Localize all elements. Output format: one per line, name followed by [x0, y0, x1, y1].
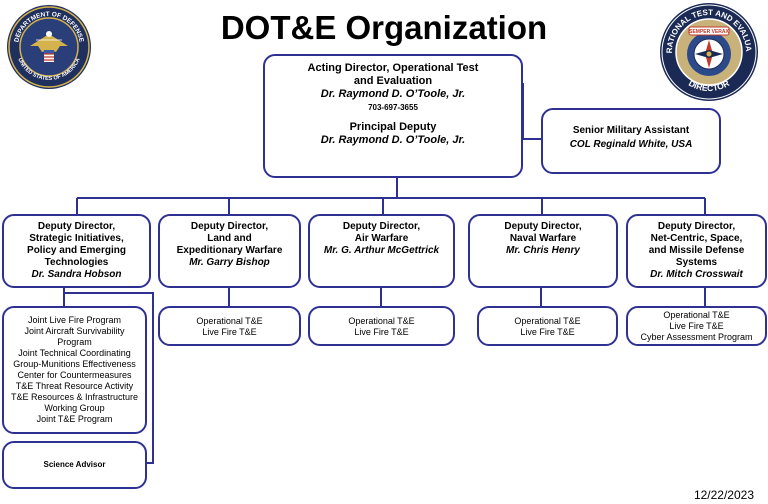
- deputy-title-line: Deputy Director,: [504, 221, 582, 232]
- director-operational-test-and-evaluation-seal: OPERATIONAL TEST AND EVALUATION DIRECTOR…: [659, 2, 758, 101]
- director-phone: 703-697-3655: [368, 103, 418, 112]
- director-title-line: and Evaluation: [353, 75, 433, 87]
- science-advisor-box: Science Advisor: [2, 441, 147, 489]
- program-item: Working Group: [44, 403, 105, 413]
- deputy-title-line: Technologies: [44, 257, 109, 268]
- eagle-icon: [30, 31, 68, 62]
- principal-deputy-title: Principal Deputy: [349, 121, 437, 133]
- deputy-name: Dr. Sandra Hobson: [31, 269, 122, 280]
- program-item: Center for Countermeasures: [17, 370, 132, 380]
- deputy-box-land-warfare: Deputy Director, Land and Expeditionary …: [158, 214, 301, 288]
- deputy-title-line: Deputy Director,: [37, 221, 116, 232]
- deputy-title-line: Naval Warfare: [509, 233, 577, 244]
- program-item: Live Fire T&E: [202, 327, 257, 337]
- program-item: Live Fire T&E: [520, 327, 575, 337]
- science-advisor-label: Science Advisor: [43, 460, 106, 469]
- deputy-title-line: Deputy Director,: [190, 221, 269, 232]
- department-of-defense-seal: DEPARTMENT OF DEFENSE UNITED STATES OF A…: [7, 5, 91, 89]
- program-item: Operational T&E: [348, 316, 415, 326]
- deputy-box-naval-warfare: Deputy Director, Naval Warfare Mr. Chris…: [468, 214, 618, 288]
- deputy-title-line: Land and: [207, 233, 252, 244]
- seal-right-bottom-text: DIRECTOR: [687, 78, 731, 93]
- program-item: Program: [57, 337, 92, 347]
- deputy-name: Mr. Chris Henry: [506, 245, 580, 256]
- page-title: DOT&E Organization: [220, 9, 548, 46]
- deputy-box-strategic-initiatives: Deputy Director, Strategic Initiatives, …: [2, 214, 151, 288]
- program-list-naval-warfare: Operational T&E Live Fire T&E: [477, 306, 618, 346]
- program-list-strategic-initiatives: Joint Live Fire Program Joint Aircraft S…: [2, 306, 147, 434]
- principal-deputy-name: Dr. Raymond D. O’Toole, Jr.: [320, 134, 466, 146]
- director-name: Dr. Raymond D. O’Toole, Jr.: [320, 88, 466, 100]
- deputy-title-line: and Missile Defense: [648, 245, 745, 256]
- deputy-title-line: Strategic Initiatives,: [29, 233, 124, 244]
- program-item: Cyber Assessment Program: [640, 332, 753, 342]
- program-list-net-centric: Operational T&E Live Fire T&E Cyber Asse…: [626, 306, 767, 346]
- military-assistant-name: COL Reginald White, USA: [569, 139, 693, 150]
- program-item: Joint Live Fire Program: [27, 315, 122, 325]
- program-list-air-warfare: Operational T&E Live Fire T&E: [308, 306, 455, 346]
- deputy-title-line: Systems: [675, 257, 718, 268]
- program-item: Operational T&E: [514, 316, 581, 326]
- date-stamp: 12/22/2023: [693, 488, 754, 502]
- deputy-title-line: Expeditionary Warfare: [176, 245, 283, 256]
- deputy-title-line: Deputy Director,: [342, 221, 421, 232]
- deputy-title-line: Air Warfare: [354, 233, 409, 244]
- seal-banner-text: SEMPER VERAX: [689, 29, 729, 35]
- deputy-name: Dr. Mitch Crosswait: [650, 269, 743, 280]
- deputy-title-line: Net-Centric, Space,: [650, 233, 743, 244]
- program-item: T&E Resources & Infrastructure: [10, 392, 139, 402]
- deputy-box-net-centric: Deputy Director, Net-Centric, Space, and…: [626, 214, 767, 288]
- director-box: Acting Director, Operational Test and Ev…: [263, 54, 523, 178]
- program-item: Joint Aircraft Survivability: [24, 326, 125, 336]
- military-assistant-box: Senior Military Assistant COL Reginald W…: [541, 108, 721, 174]
- program-item: Operational T&E: [196, 316, 263, 326]
- program-list-land-warfare: Operational T&E Live Fire T&E: [158, 306, 301, 346]
- program-item: T&E Threat Resource Activity: [15, 381, 134, 391]
- program-item: Live Fire T&E: [669, 321, 724, 331]
- military-assistant-title: Senior Military Assistant: [572, 125, 690, 136]
- deputy-title-line: Deputy Director,: [657, 221, 736, 232]
- deputy-name: Mr. G. Arthur McGettrick: [323, 245, 440, 256]
- program-item: Group-Munitions Effectiveness: [13, 359, 136, 369]
- deputy-box-air-warfare: Deputy Director, Air Warfare Mr. G. Arth…: [308, 214, 455, 288]
- program-item: Joint Technical Coordinating: [18, 348, 131, 358]
- deputy-title-line: Policy and Emerging: [27, 245, 126, 256]
- compass-emblem-icon: [687, 32, 731, 76]
- program-item: Joint T&E Program: [36, 414, 113, 424]
- program-item: Live Fire T&E: [354, 327, 409, 337]
- director-title-line: Acting Director, Operational Test: [307, 62, 479, 74]
- program-item: Operational T&E: [663, 310, 730, 320]
- seal-banner: [688, 26, 730, 36]
- deputy-name: Mr. Garry Bishop: [189, 257, 270, 268]
